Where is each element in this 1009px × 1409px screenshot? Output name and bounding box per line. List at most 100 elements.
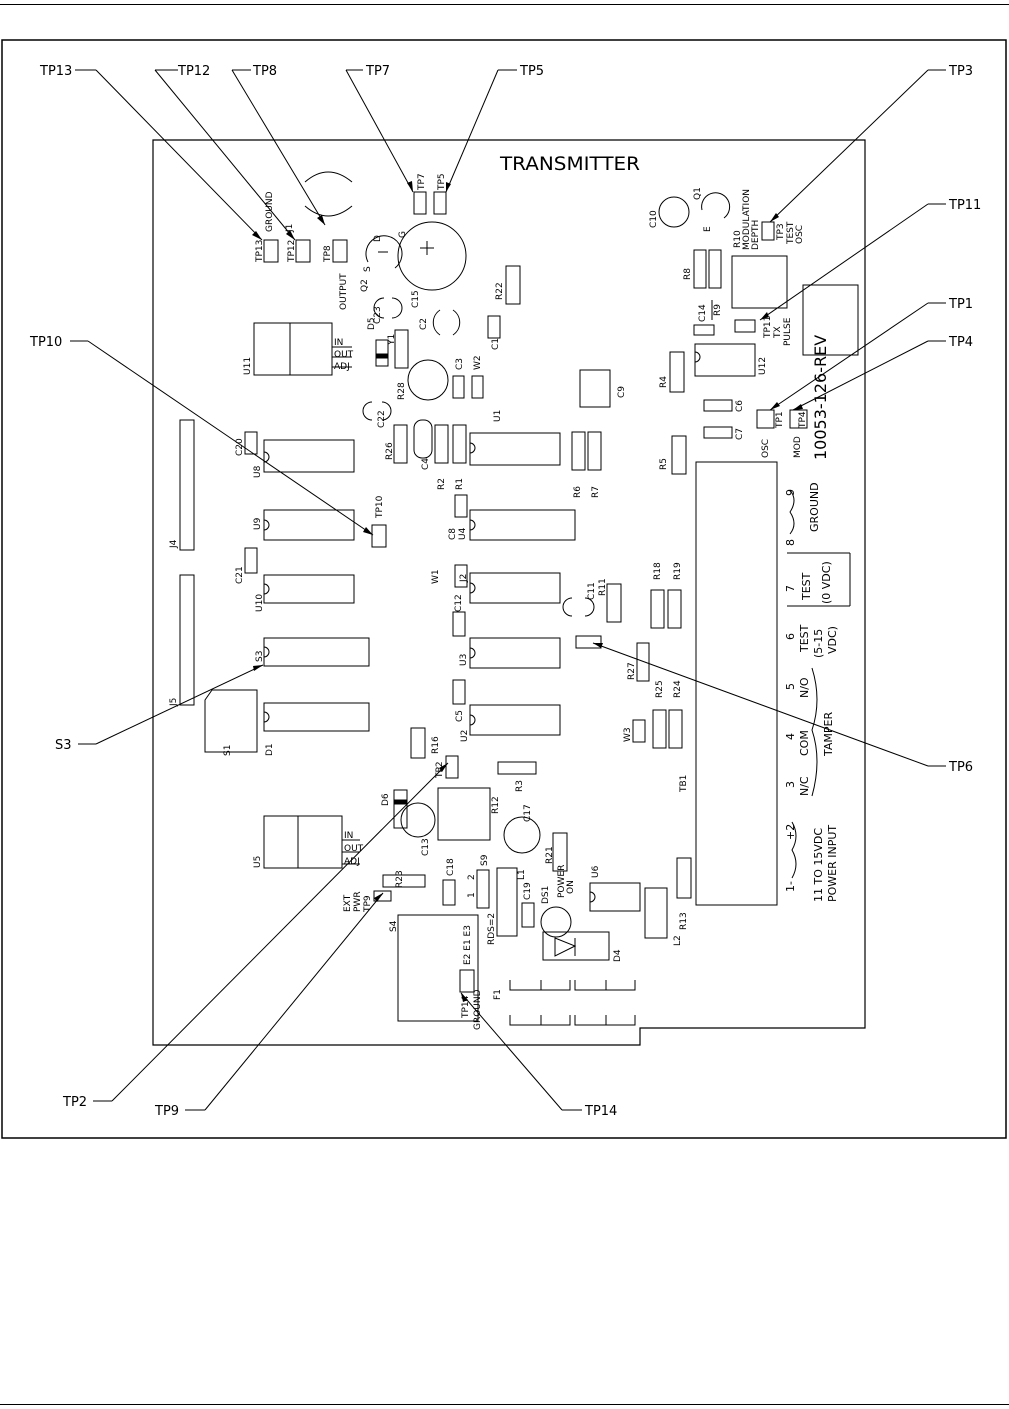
callout-tp12: TP12 [177,64,210,79]
svg-text:S: S [363,266,373,272]
svg-text:R2: R2 [437,478,447,490]
callout-tp3: TP3 [948,64,973,79]
svg-text:TX: TX [773,326,783,339]
svg-text:11 TO 15VDC: 11 TO 15VDC [812,828,825,902]
callout-tp6: TP6 [948,760,973,775]
callout-tp9: TP9 [154,1104,179,1119]
svg-text:IN: IN [334,338,343,348]
svg-text:U4: U4 [458,527,468,540]
callout-labels: TP13 TP12 TP8 TP7 TP5 TP3 TP11 TP1 TP4 T… [29,64,981,1119]
svg-text:TAMPER: TAMPER [822,712,835,757]
svg-text:R27: R27 [627,662,637,680]
svg-text:ON: ON [566,880,576,894]
svg-text:R21: R21 [545,846,555,864]
svg-text:TB1: TB1 [679,775,689,793]
svg-text:1: 1 [467,892,477,898]
svg-text:GROUND: GROUND [473,989,483,1030]
svg-text:C7: C7 [735,428,745,440]
svg-text:MOD: MOD [793,436,803,458]
svg-text:(0 VDC): (0 VDC) [820,561,833,604]
svg-text:D5: D5 [367,317,377,330]
svg-text:R6: R6 [573,486,583,498]
figure-frame [1,39,1007,1139]
svg-text:R7: R7 [591,486,601,498]
svg-text:TP14: TP14 [461,995,471,1019]
svg-text:C23: C23 [373,306,383,324]
svg-text:DS1: DS1 [541,886,551,904]
callout-tp13: TP13 [39,64,72,79]
svg-text:2: 2 [467,874,477,880]
svg-text:W1: W1 [431,569,441,584]
svg-text:C17: C17 [523,804,533,822]
svg-text:C22: C22 [377,410,387,428]
svg-text:J4: J4 [169,539,179,549]
svg-text:N/C: N/C [798,776,811,796]
svg-text:+2: +2 [784,824,797,840]
svg-text:R13: R13 [679,912,689,930]
svg-text:GROUND: GROUND [808,482,821,532]
svg-text:C13: C13 [421,838,431,856]
callout-tp7: TP7 [365,64,390,79]
svg-text:D6: D6 [381,793,391,806]
svg-text:S9: S9 [480,854,490,866]
svg-text:TP11: TP11 [763,316,773,339]
callout-arrowheads [252,181,803,1002]
svg-text:L2: L2 [673,935,683,946]
callout-tp2: TP2 [62,1095,87,1110]
svg-text:R24: R24 [673,680,683,698]
svg-text:Q2: Q2 [360,279,370,292]
svg-text:TP3: TP3 [776,223,786,241]
svg-text:IN: IN [344,831,353,841]
svg-text:ADJ: ADJ [334,362,350,372]
svg-text:VDC): VDC) [826,626,839,654]
svg-text:R25: R25 [655,680,665,698]
svg-text:C1: C1 [491,338,501,350]
board-components [179,171,859,1026]
svg-text:TP9: TP9 [363,895,373,913]
svg-text:C20: C20 [235,438,245,456]
svg-text:9: 9 [784,489,797,496]
board-title: TRANSMITTER [499,153,640,175]
svg-text:Y1: Y1 [387,334,397,346]
svg-text:S1: S1 [223,745,233,756]
svg-text:R28: R28 [397,382,407,400]
svg-text:TP10: TP10 [375,495,385,519]
svg-text:J5: J5 [169,698,179,707]
svg-text:R19: R19 [673,562,683,580]
svg-text:5: 5 [784,683,797,690]
svg-text:PULSE: PULSE [783,317,793,346]
svg-text:R5: R5 [659,458,669,470]
callout-leaders [70,69,946,1111]
svg-text:C14: C14 [698,304,708,322]
svg-text:4: 4 [784,733,797,740]
svg-text:8: 8 [784,539,797,546]
callout-tp14: TP14 [584,1104,617,1119]
svg-text:W3: W3 [623,727,633,742]
svg-text:E2 E1 E3: E2 E1 E3 [463,925,473,965]
svg-text:PWR: PWR [353,891,363,912]
svg-text:D4: D4 [613,949,623,962]
board-silkscreen: TP13 GROUND J1 TP12 TP8 OUTPUT TP7 TP5 Q… [169,173,830,1030]
svg-text:TP2: TP2 [435,761,445,779]
callout-tp10: TP10 [29,335,62,350]
svg-text:U12: U12 [758,357,768,375]
svg-text:C4: C4 [421,458,431,470]
svg-text:U10: U10 [255,594,265,612]
svg-text:POWER: POWER [557,865,567,898]
svg-text:TP1: TP1 [775,411,785,429]
svg-text:COM: COM [798,730,811,756]
svg-text:U2: U2 [460,730,470,742]
svg-text:C15: C15 [411,290,421,308]
svg-text:3: 3 [784,781,797,788]
svg-text:W2: W2 [473,355,483,370]
svg-text:D1: D1 [265,743,275,756]
svg-text:R16: R16 [431,736,441,754]
svg-text:C11: C11 [587,582,597,600]
svg-text:D: D [373,235,383,242]
svg-text:C21: C21 [235,566,245,584]
svg-text:R3: R3 [515,780,525,792]
svg-text:U8: U8 [253,465,263,478]
svg-text:S4: S4 [389,920,399,932]
callout-tp4: TP4 [948,335,973,350]
